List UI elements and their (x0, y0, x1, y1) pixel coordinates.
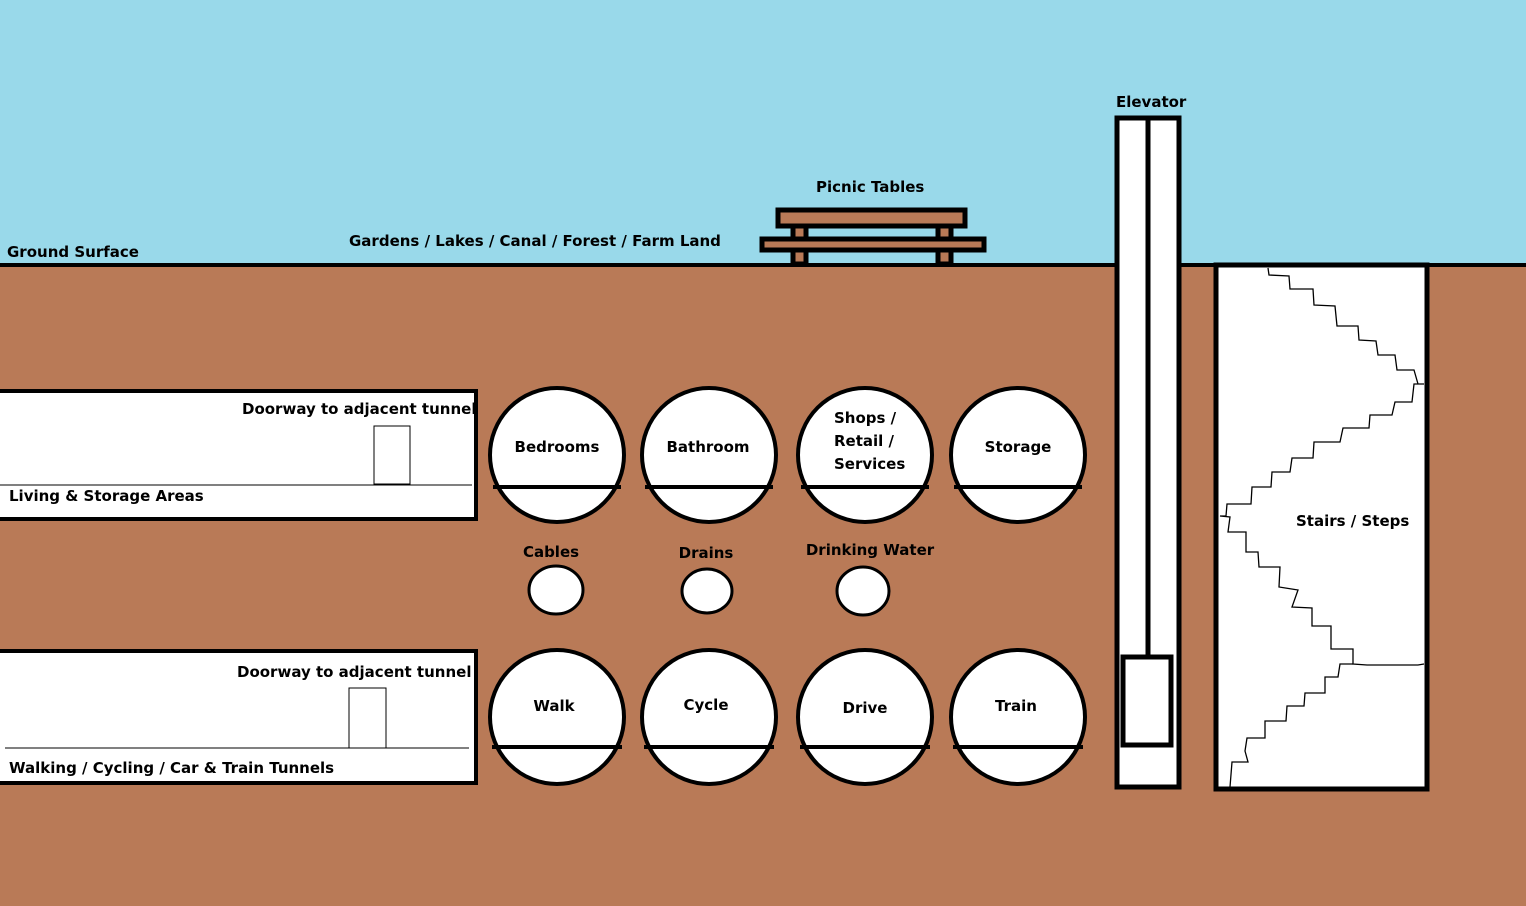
svg-text:Cycle: Cycle (684, 696, 729, 714)
gardens-label: Gardens / Lakes / Canal / Forest / Farm … (349, 232, 721, 250)
svg-text:Drinking Water: Drinking Water (806, 541, 935, 559)
elevator-label: Elevator (1116, 93, 1187, 111)
utility-drains: Drains (679, 544, 734, 615)
upper-room-bathroom: Bathroom (640, 386, 778, 524)
sky (0, 0, 1526, 266)
svg-text:Retail /: Retail / (834, 432, 895, 450)
svg-text:Cables: Cables (523, 543, 579, 561)
tunnel-label: Living & Storage Areas (9, 487, 204, 505)
picnic-table-icon (759, 207, 987, 267)
svg-text:Walk: Walk (533, 697, 575, 715)
upper-room-shops: Shops / Retail / Services (796, 386, 934, 524)
svg-text:Drains: Drains (679, 544, 734, 562)
doorway-label: Doorway to adjacent tunnel (237, 663, 471, 681)
elevator-car (1120, 654, 1174, 748)
transport-tunnel: Doorway to adjacent tunnel Walking / Cyc… (0, 649, 478, 785)
living-storage-tunnel: Doorway to adjacent tunnel Living & Stor… (0, 389, 478, 521)
lower-room-drive: Drive (796, 648, 934, 786)
lower-room-cycle: Cycle (640, 648, 778, 786)
lower-room-train: Train (949, 648, 1087, 786)
svg-text:Bedrooms: Bedrooms (515, 438, 600, 456)
stairs-zigzag (1219, 267, 1425, 666)
doorway (373, 425, 411, 485)
upper-room-storage: Storage (949, 386, 1087, 524)
picnic-tables-label: Picnic Tables (816, 178, 924, 196)
doorway (348, 687, 387, 749)
lower-room-walk: Walk (488, 648, 626, 786)
stairs-label: Stairs / Steps (1296, 512, 1409, 530)
svg-text:Drive: Drive (843, 699, 888, 717)
ground-surface-label: Ground Surface (7, 243, 139, 261)
svg-text:Storage: Storage (985, 438, 1052, 456)
svg-text:Train: Train (995, 697, 1037, 715)
utility-drinking-water: Drinking Water (806, 541, 935, 617)
svg-text:Services: Services (834, 455, 905, 473)
stairs-shaft: Stairs / Steps (1213, 262, 1430, 792)
tunnel-label: Walking / Cycling / Car & Train Tunnels (9, 759, 334, 777)
upper-room-bedrooms: Bedrooms (488, 386, 626, 524)
elevator-shaft (1114, 115, 1182, 790)
svg-text:Bathroom: Bathroom (666, 438, 749, 456)
svg-text:Shops /: Shops / (834, 409, 897, 427)
doorway-label: Doorway to adjacent tunnel (242, 400, 476, 418)
utility-cables: Cables (523, 543, 585, 616)
